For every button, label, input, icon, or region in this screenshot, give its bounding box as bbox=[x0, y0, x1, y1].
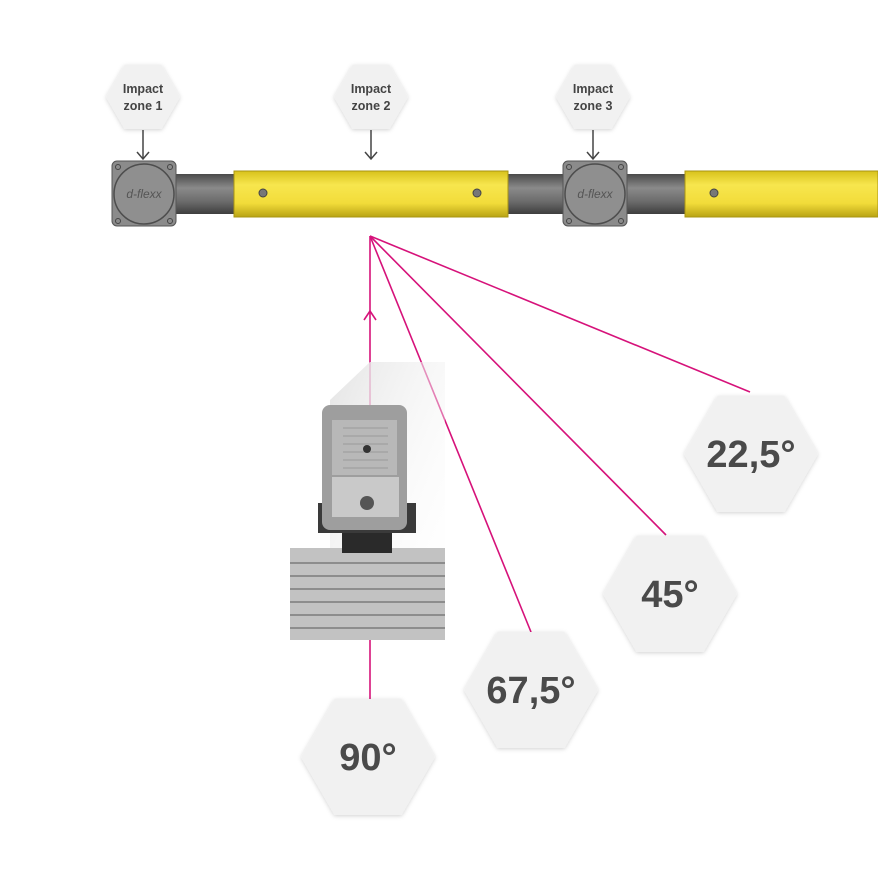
zone-label-line2: zone 1 bbox=[124, 99, 163, 113]
arrow-head-icon bbox=[586, 151, 600, 161]
zone-label-line2: zone 2 bbox=[352, 99, 391, 113]
impact-zone-label-2: Impact zone 2 bbox=[334, 64, 408, 161]
line-45 bbox=[369, 235, 667, 536]
hexagon-badge bbox=[684, 395, 818, 513]
hexagon-badge bbox=[334, 64, 408, 130]
zone-label-line1: Impact bbox=[123, 82, 164, 96]
impact-zone-label-3: Impact zone 3 bbox=[556, 64, 630, 161]
angle-label: 22,5° bbox=[706, 434, 795, 476]
brand-logo: d-flexx bbox=[577, 187, 613, 201]
hexagon-badge bbox=[464, 631, 598, 749]
angle-badge-3: 22,5° bbox=[684, 395, 818, 513]
zone-label-line2: zone 3 bbox=[574, 99, 613, 113]
line-22-5 bbox=[369, 235, 751, 393]
hexagon-badge bbox=[301, 698, 435, 816]
brand-logo: d-flexx bbox=[126, 187, 162, 201]
impact-zone-label-1: Impact zone 1 bbox=[106, 64, 180, 161]
d-flexx-connector-2: d-flexx bbox=[562, 160, 628, 227]
arrow-head-icon bbox=[136, 151, 150, 161]
hexagon-badge bbox=[106, 64, 180, 130]
d-flexx-connector-1: d-flexx bbox=[111, 160, 177, 227]
zone-label-line1: Impact bbox=[351, 82, 392, 96]
arrow-head-icon bbox=[364, 151, 378, 161]
angle-badge-0: 90° bbox=[301, 698, 435, 816]
hexagon-badge bbox=[603, 535, 737, 653]
angle-label: 45° bbox=[641, 574, 698, 616]
angle-label: 67,5° bbox=[486, 670, 575, 712]
yellow-sleeve-1 bbox=[233, 170, 509, 218]
angle-label: 90° bbox=[339, 737, 396, 779]
forklift-illustration bbox=[290, 362, 445, 640]
angle-badge-2: 45° bbox=[603, 535, 737, 653]
barrier-pipe bbox=[112, 170, 878, 218]
line-67-5 bbox=[369, 235, 532, 633]
zone-label-line1: Impact bbox=[573, 82, 614, 96]
hexagon-badge bbox=[556, 64, 630, 130]
angle-badge-1: 67,5° bbox=[464, 631, 598, 749]
arrow-head-icon bbox=[363, 309, 377, 321]
